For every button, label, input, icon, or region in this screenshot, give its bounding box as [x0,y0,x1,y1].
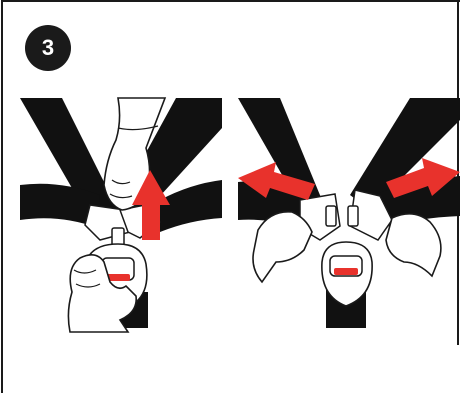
right-lap-belt [160,180,222,232]
buckle [322,242,372,328]
panel-pull-apart-tongues [238,98,460,328]
hand-left [253,212,312,282]
panel-release-buckle [20,98,222,332]
hand-right [386,214,441,276]
step-number-badge: 3 [25,25,71,71]
